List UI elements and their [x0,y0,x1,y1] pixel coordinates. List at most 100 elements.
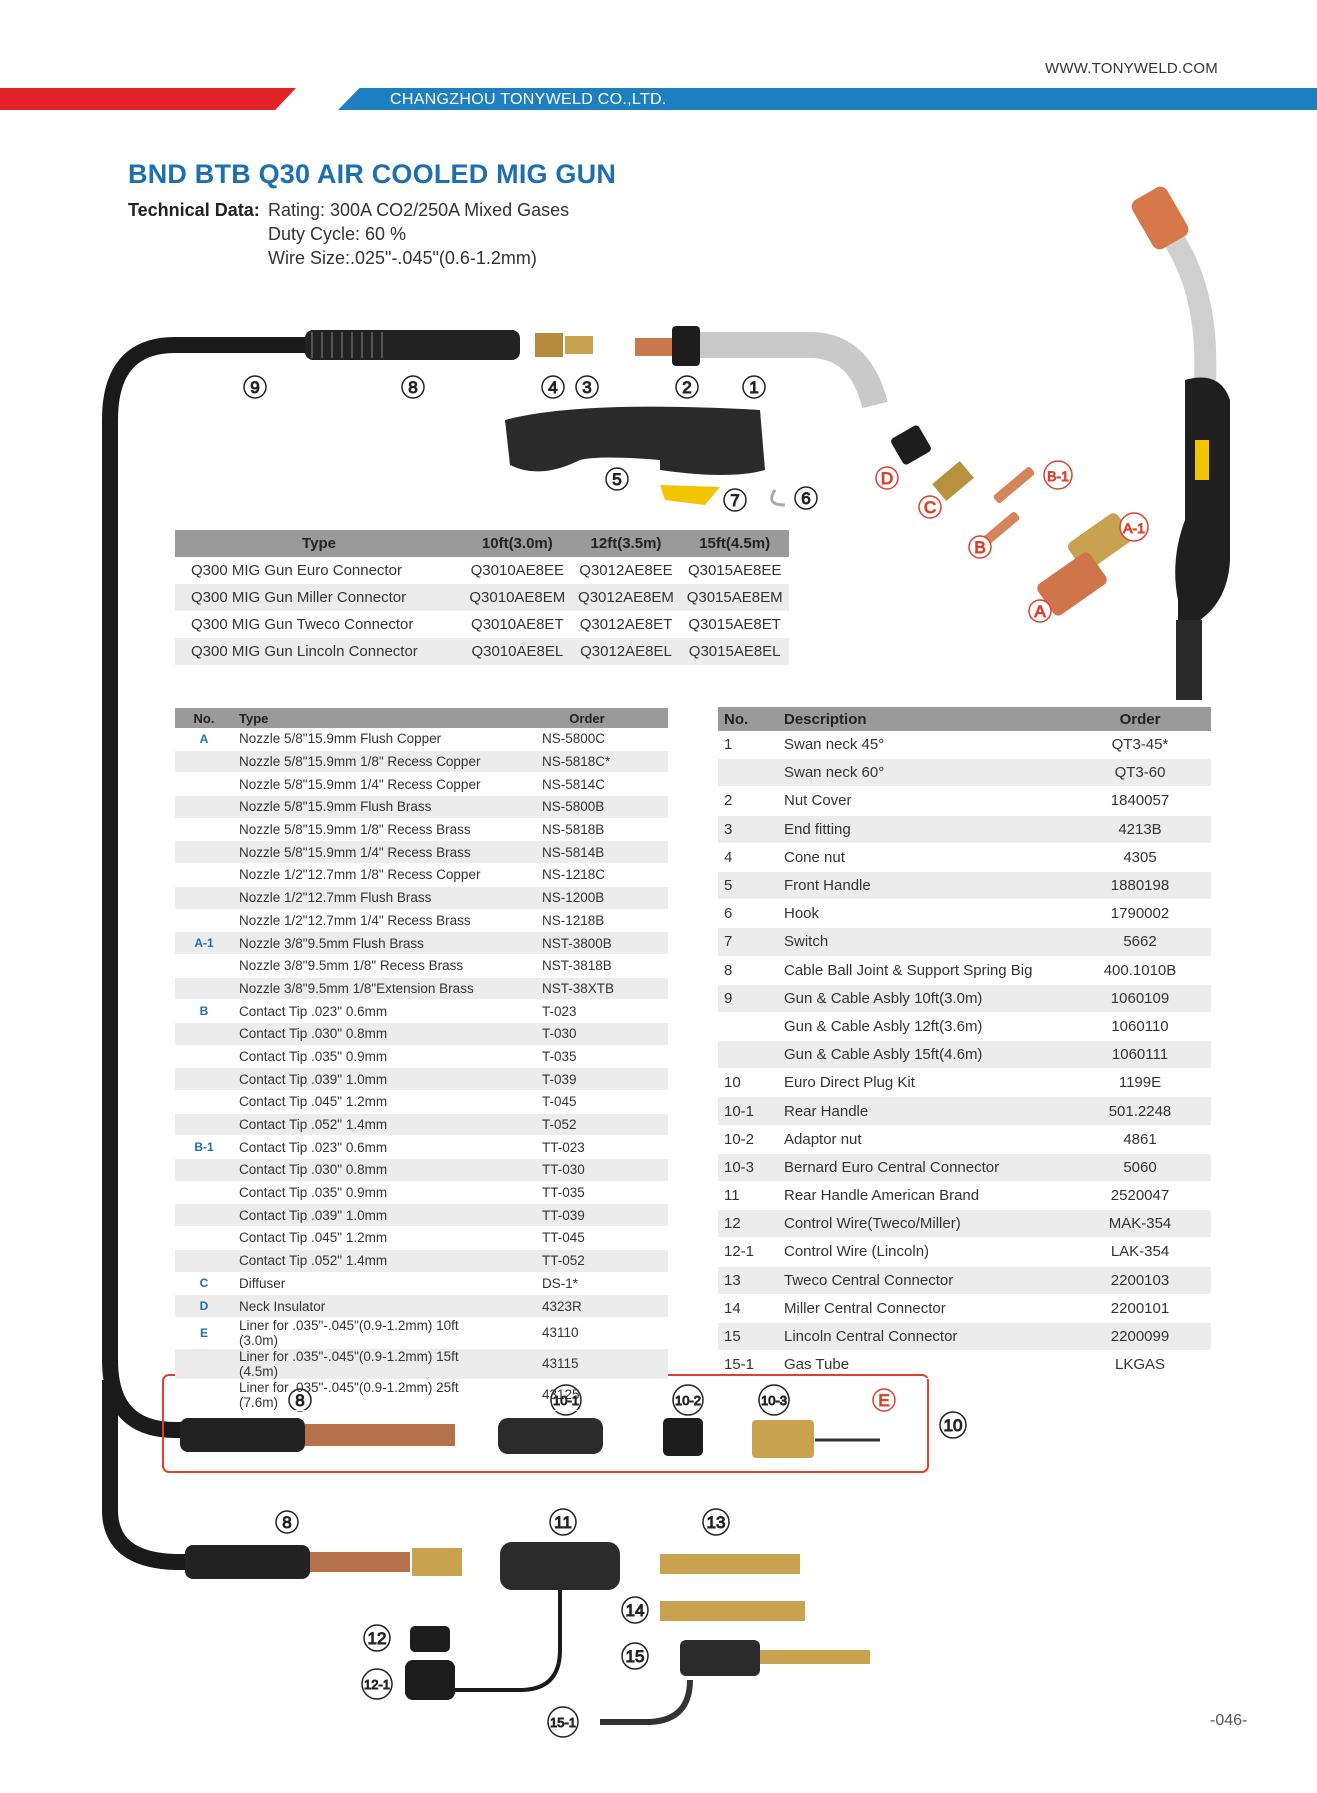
part-row-cell: MAK-354 [1069,1209,1211,1239]
consumable-row-cell: Liner for .035"-.045"(0.9-1.2mm) 15ft (4… [233,1348,506,1380]
col-order: Order [506,708,668,728]
neck-insulator [891,425,931,465]
consumable-row-cell [175,1348,233,1380]
part-row-cell: Rear Handle [778,1096,1069,1126]
part-row-cell: 6 [718,899,778,929]
lincoln-connector [680,1640,760,1676]
part-row-cell: 14 [718,1294,778,1323]
svg-text:12-1: 12-1 [364,1677,390,1692]
part-row: Gun & Cable Asbly 15ft(4.6m)1060111 [718,1040,1211,1070]
tech-duty-cycle: Duty Cycle: 60 % [268,224,407,244]
col-12ft: 12ft(3.5m) [571,530,681,557]
consumable-row-cell [175,795,233,819]
part-row-cell: Lincoln Central Connector [778,1322,1069,1352]
callout-9: 9 [243,375,267,399]
callout-2: 2 [675,375,699,399]
part-row-cell: End fitting [778,815,1069,844]
col-no: No. [718,707,778,731]
part-row-cell: 1 [718,731,778,760]
part-row-cell: Gun & Cable Asbly 10ft(3.0m) [778,984,1069,1013]
website-url: WWW.TONYWELD.COM [1045,60,1218,77]
consumable-row-cell: Contact Tip .039" 1.0mm [233,1203,506,1228]
part-row-cell: 8 [718,956,778,985]
part-row-cell: Front Handle [778,871,1069,901]
consumable-row-cell [175,1090,233,1114]
consumable-row-cell: B [175,999,233,1023]
model-row-cell: Q3015AE8ET [688,616,781,633]
consumable-row-cell: TT-052 [506,1249,668,1273]
svg-text:10-3: 10-3 [761,1393,787,1408]
part-row-cell: Miller Central Connector [778,1294,1069,1323]
consumable-row-cell: DS-1* [506,1272,668,1296]
model-table: Type 10ft(3.0m) 12ft(3.5m) 15ft(4.5m) Q3… [175,530,789,665]
part-row-cell: 10 [718,1068,778,1098]
consumable-row-cell [175,1181,233,1205]
control-wire-plug-12-1 [405,1660,455,1700]
cone-nut [535,333,563,357]
svg-text:A-1: A-1 [1123,520,1145,536]
callout-c: C [918,495,942,519]
adaptor-nut [663,1418,703,1456]
assembled-gun-trigger [1195,440,1209,480]
consumable-row-cell: NST-38XTB [506,977,668,1001]
col-15ft: 15ft(4.5m) [680,530,789,557]
part-row-cell: 12 [718,1209,778,1239]
consumable-row-cell: Contact Tip .030" 0.8mm [233,1158,506,1182]
callout-15-1: 15-1 [547,1706,579,1738]
tech-rating: Rating: 300A CO2/250A Mixed Gases [268,200,570,220]
part-row-cell: 2200101 [1069,1294,1211,1323]
consumable-row-cell: NST-3800B [506,931,668,955]
part-row-cell: 4861 [1069,1125,1211,1154]
consumable-row-cell: T-023 [506,999,668,1023]
top-cable-spring [305,330,520,360]
part-row-cell: 2 [718,786,778,816]
main-cable [102,337,348,1438]
consumable-row-cell: T-030 [506,1022,668,1046]
part-row-cell: 4 [718,843,778,872]
consumable-row-cell [175,772,233,797]
svg-text:15: 15 [626,1647,645,1666]
part-row-cell: Tweco Central Connector [778,1266,1069,1295]
trigger [660,485,720,505]
consumable-row-cell [175,886,233,910]
consumable-row-cell: NS-5814C [506,772,668,797]
consumable-row-cell: NS-5814B [506,840,668,865]
consumable-row-cell [175,863,233,887]
part-row-cell: Gun & Cable Asbly 12ft(3.6m) [778,1012,1069,1042]
nozzle-a [1037,552,1107,616]
consumable-row-cell: Contact Tip .023" 0.6mm [233,999,506,1023]
callout-8-top: 8 [401,375,425,399]
part-row-cell: 13 [718,1266,778,1295]
callout-a: A [1028,599,1052,623]
lincoln-pin [760,1650,870,1664]
consumable-row-cell [175,1113,233,1137]
consumable-row-cell: NS-1200B [506,886,668,910]
rear-handle-american [500,1542,620,1590]
model-row-cell: Q3010AE8ET [471,616,564,633]
consumable-row-cell: Nozzle 3/8"9.5mm 1/8" Recess Brass [233,954,506,978]
consumable-row-cell: Nozzle 5/8"15.9mm 1/8" Recess Brass [233,818,506,842]
svg-text:5: 5 [612,470,621,489]
assembled-gun-handle [1175,377,1230,700]
consumable-row-cell: Neck Insulator [233,1294,506,1318]
part-row-cell [718,758,778,788]
